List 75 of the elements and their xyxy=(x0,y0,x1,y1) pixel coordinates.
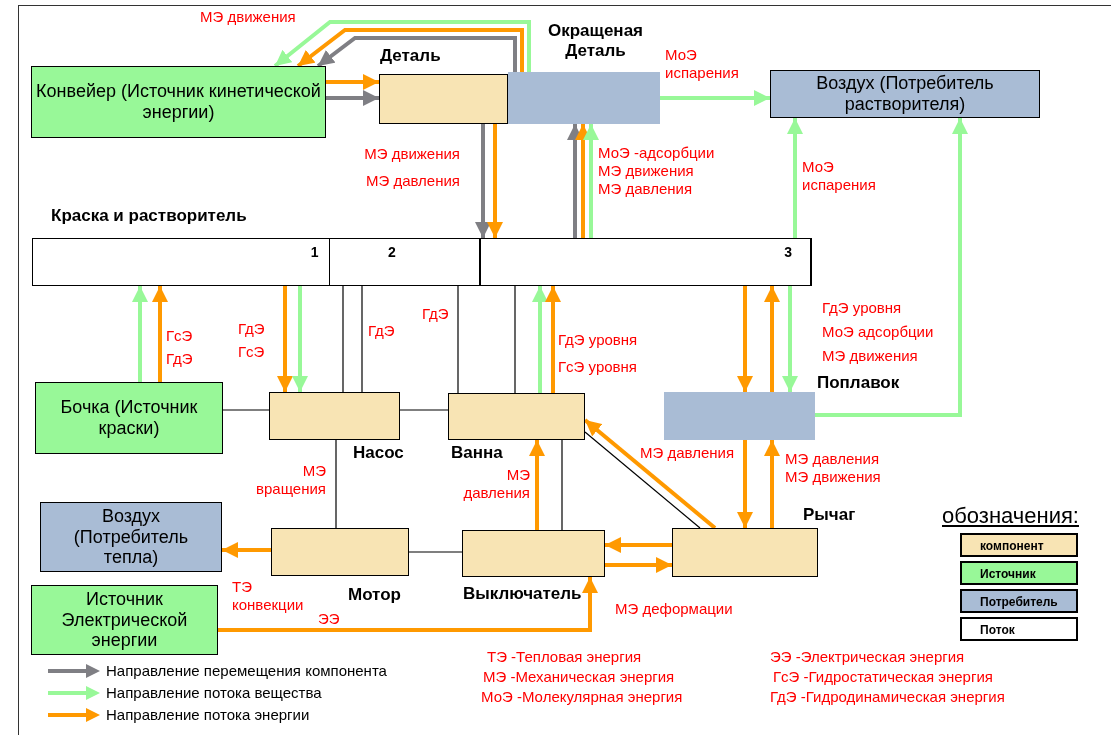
pipe-segment xyxy=(479,237,811,286)
connector-line xyxy=(335,439,337,529)
legend-text: Направление потока энергии xyxy=(106,706,310,723)
node-heading: Насос xyxy=(353,443,404,464)
arrow xyxy=(292,286,308,392)
arrow xyxy=(475,124,491,238)
node-heading: Окращеная Деталь xyxy=(548,21,643,62)
node-label: Источник Электрической энергии xyxy=(60,588,189,652)
abbreviation-note: ЭЭ -Электрическая энергия xyxy=(770,648,965,665)
source-box xyxy=(31,66,326,138)
connector-line xyxy=(457,285,459,394)
source-box xyxy=(35,382,223,454)
arrow xyxy=(787,118,803,238)
segment-number: 1 xyxy=(310,243,319,260)
node-heading: Поплавок xyxy=(817,373,900,394)
arrow xyxy=(532,286,548,393)
arrow xyxy=(815,118,968,417)
node-label: Конвейер (Источник кинетической энергии) xyxy=(35,81,322,123)
node-heading: Мотор xyxy=(348,585,401,606)
arrow xyxy=(605,557,672,573)
arrow xyxy=(132,286,148,382)
legend-key: Поток xyxy=(960,617,1078,641)
abbreviation-note: ГсЭ -Гидростатическая энергия xyxy=(773,668,993,685)
connector-line xyxy=(399,409,449,411)
legend-title: обозначения: xyxy=(942,503,1079,529)
arrow xyxy=(605,537,672,553)
abbreviation-note: ТЭ -Тепловая энергия xyxy=(487,648,642,665)
arrow xyxy=(529,440,545,530)
connector-line xyxy=(361,285,363,393)
arrow xyxy=(737,440,753,528)
arrow xyxy=(277,286,293,392)
connector-line xyxy=(561,439,563,531)
arrow xyxy=(222,542,271,558)
arrow xyxy=(326,90,379,106)
arrow xyxy=(764,286,780,392)
abbreviation-note: ГдЭ -Гидродинамическая энергия xyxy=(770,688,1005,705)
arrow xyxy=(152,286,168,382)
arrow xyxy=(326,74,379,90)
arrow xyxy=(218,577,598,632)
legend-text: Направление перемещения компонента xyxy=(106,662,387,679)
arrow xyxy=(764,440,780,528)
legend-key: компонент xyxy=(960,533,1078,557)
node-heading: Ванна xyxy=(451,443,503,464)
node-heading: Выключатель xyxy=(463,584,582,605)
arrow xyxy=(487,124,503,238)
node-label: Бочка (Источник краски) xyxy=(59,397,199,439)
arrow xyxy=(545,286,561,393)
legend-key: Потребитель xyxy=(960,589,1078,613)
connector-line xyxy=(222,409,270,411)
connector-line xyxy=(408,551,463,553)
arrow xyxy=(583,124,599,238)
connector-line xyxy=(584,431,701,529)
abbreviation-note: МЭ -Механическая энергия xyxy=(483,668,675,685)
connector-line xyxy=(342,285,344,393)
node-label: Воздух (Потребитель тепла) xyxy=(72,505,190,569)
arrow xyxy=(782,286,798,392)
arrow xyxy=(737,286,753,392)
segment-number: 2 xyxy=(388,243,396,260)
consumer-box xyxy=(40,502,222,572)
connector-line xyxy=(514,285,516,394)
node-heading: Деталь xyxy=(380,46,441,67)
legend-text: Направление потока вещества xyxy=(106,684,322,701)
source-box xyxy=(31,585,218,655)
node-heading: Краска и растворитель xyxy=(51,206,247,227)
arrow xyxy=(296,28,524,72)
segment-number: 3 xyxy=(784,243,792,260)
arrow xyxy=(273,20,531,72)
node-heading: Рычаг xyxy=(803,505,856,526)
node-label: Воздух (Потребитель растворителя) xyxy=(815,73,995,115)
arrow xyxy=(583,418,717,530)
arrow xyxy=(660,90,770,106)
abbreviation-note: МоЭ -Молекулярная энергия xyxy=(481,688,683,705)
consumer-box xyxy=(770,70,1040,118)
legend-key: Источник xyxy=(960,561,1078,585)
arrow xyxy=(316,36,517,72)
